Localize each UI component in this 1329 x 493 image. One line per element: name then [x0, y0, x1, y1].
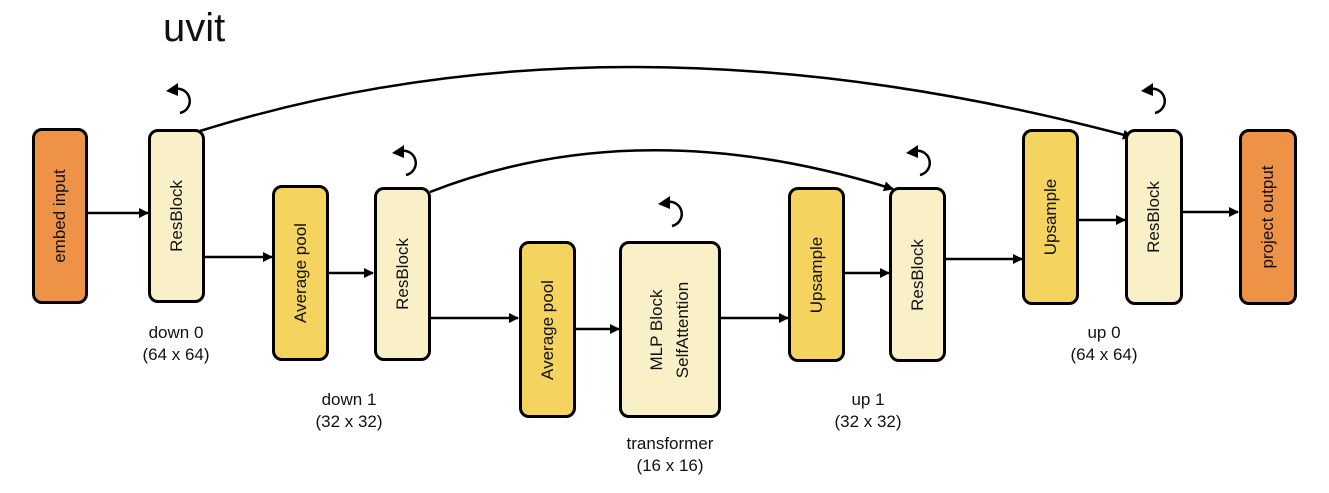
caption-transformer-name: transformer: [626, 434, 714, 453]
loop-arrow-icon: [166, 83, 192, 115]
caption-down1-name: down 1: [321, 390, 377, 409]
caption-up1-size: (32 x 32): [834, 412, 902, 431]
caption-up0: up 0 (64 x 64): [1070, 322, 1137, 366]
self-attention-text: SelfAttention: [673, 281, 692, 378]
resblock-down1: ResBlock: [374, 187, 431, 361]
caption-up1: up 1 (32 x 32): [834, 389, 901, 433]
average-pool-2-label: Average pool: [537, 279, 557, 380]
caption-transformer: transformer (16 x 16): [627, 433, 714, 477]
caption-down0-name: down 0: [148, 323, 204, 342]
caption-up0-name: up 0: [1087, 323, 1121, 342]
resblock-down0-label: ResBlock: [166, 180, 186, 252]
upsample-1-block: Upsample: [788, 187, 845, 362]
loop-arrow-icon: [1141, 83, 1167, 115]
resblock-up1: ResBlock: [889, 187, 946, 362]
caption-down1: down 1 (32 x 32): [315, 389, 382, 433]
loop-arrow-icon: [658, 196, 684, 228]
caption-transformer-size: (16 x 16): [636, 456, 704, 475]
embed-input-block: embed input: [32, 128, 88, 304]
average-pool-1-block: Average pool: [272, 185, 329, 361]
average-pool-1-label: Average pool: [290, 223, 310, 323]
caption-up1-name: up 1: [851, 390, 885, 409]
caption-down0-size: (64 x 64): [142, 345, 210, 364]
caption-up0-size: (64 x 64): [1070, 345, 1138, 364]
embed-input-label: embed input: [50, 169, 69, 263]
transformer-label: MLP Block SelfAttention: [644, 281, 696, 377]
upsample-0-block: Upsample: [1022, 129, 1079, 305]
skip-connection-inner: [429, 149, 894, 194]
project-output-block: project output: [1239, 129, 1297, 305]
skip-connection-outer: [199, 65, 1133, 140]
caption-down1-size: (32 x 32): [315, 412, 383, 431]
loop-arrow-icon: [906, 145, 932, 177]
diagram-title: uvit: [163, 6, 226, 50]
resblock-down1-label: ResBlock: [392, 238, 412, 310]
resblock-up0: ResBlock: [1125, 129, 1183, 305]
upsample-1-label: Upsample: [806, 236, 826, 313]
caption-down0: down 0 (64 x 64): [142, 322, 209, 366]
mlp-block-text: MLP Block: [647, 289, 666, 370]
resblock-up1-label: ResBlock: [907, 238, 927, 311]
resblock-down0: ResBlock: [148, 129, 205, 303]
average-pool-2-block: Average pool: [519, 241, 576, 418]
loop-arrow-icon: [392, 145, 418, 177]
upsample-0-label: Upsample: [1040, 178, 1060, 256]
project-output-label: project output: [1258, 165, 1277, 269]
transformer-block: MLP Block SelfAttention: [619, 241, 721, 418]
resblock-up0-label: ResBlock: [1144, 181, 1163, 253]
